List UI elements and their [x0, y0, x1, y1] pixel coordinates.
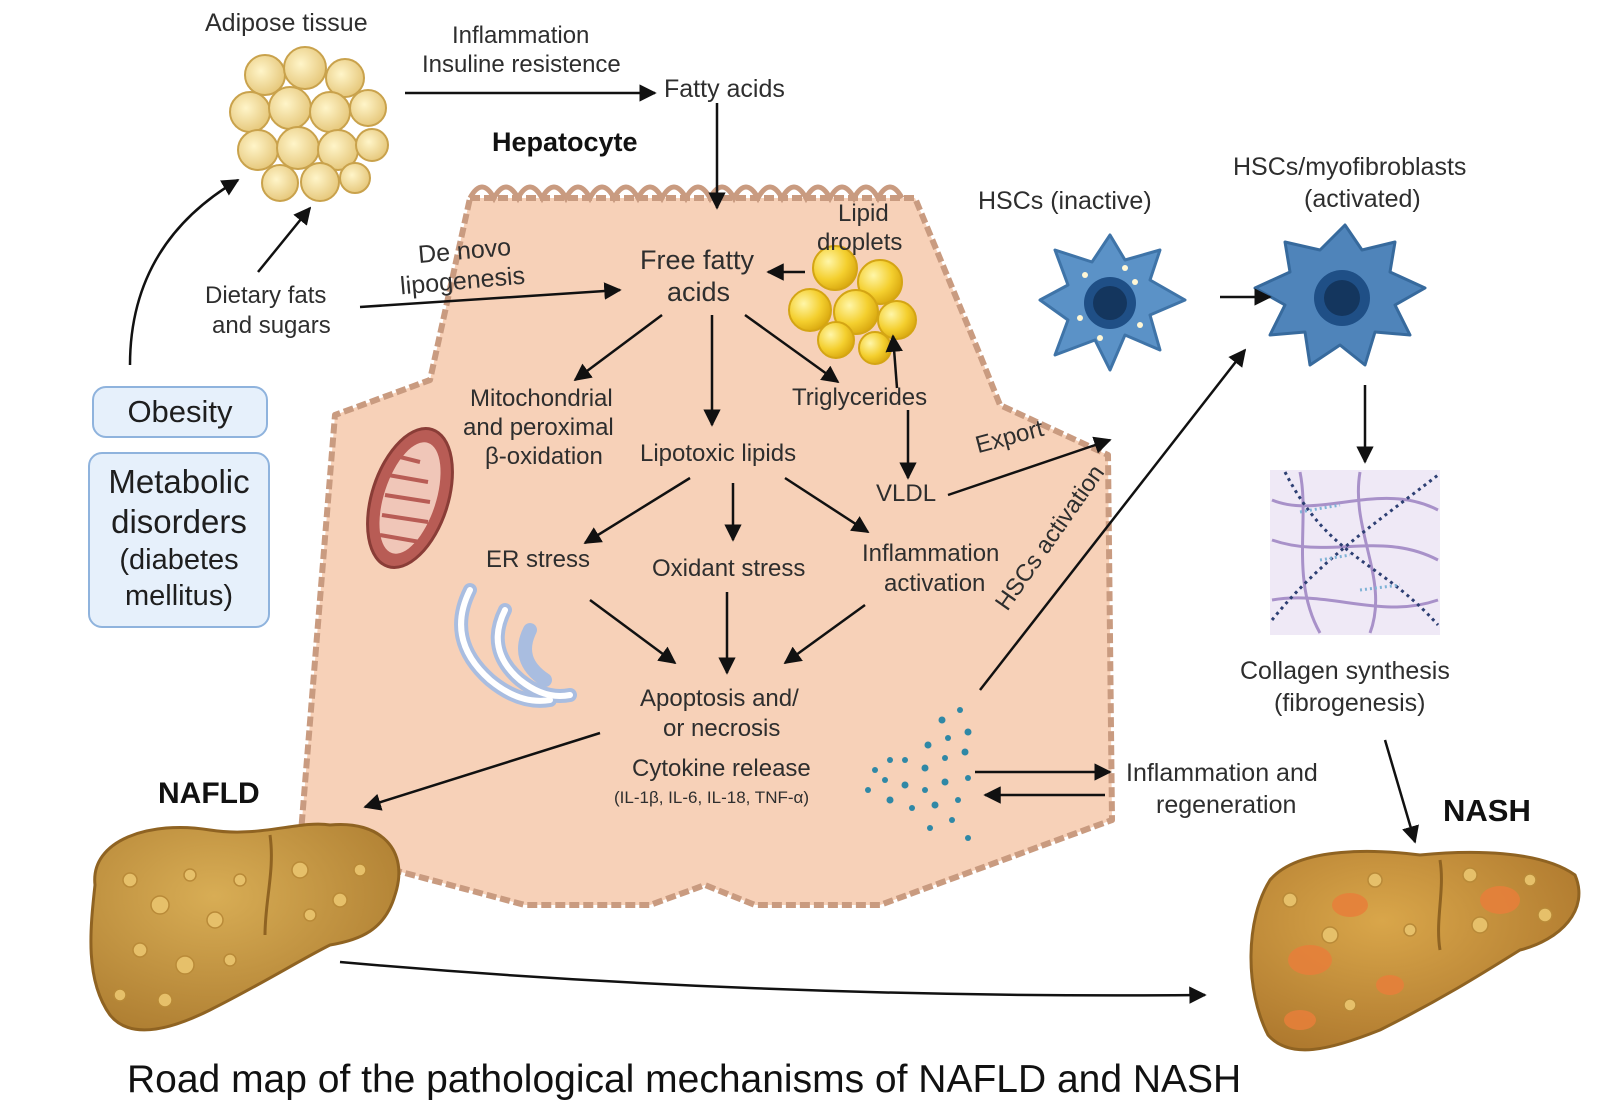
insuline-resistence-label: Insuline resistence	[422, 51, 621, 78]
obesity-box: Obesity	[92, 386, 268, 438]
free-fatty-acids-label-1: Free fatty	[640, 245, 755, 275]
arrow-triglycerides-to-droplets	[885, 334, 903, 389]
arrow-dietary-to-ffa	[359, 282, 622, 309]
inflammation-activation-label-2: activation	[884, 570, 986, 597]
metabolic-text-1: Metabolic	[108, 463, 250, 500]
lipotoxic-lipids-label: Lipotoxic lipids	[640, 440, 797, 467]
obesity-text: Obesity	[127, 394, 233, 429]
arrow-collagen-to-nash	[1383, 739, 1419, 844]
nafld-label: NAFLD	[158, 777, 260, 810]
hscs-activated-label: (activated)	[1304, 185, 1421, 213]
hepatocyte-label: Hepatocyte	[492, 127, 638, 157]
triglycerides-label: Triglycerides	[792, 384, 928, 411]
dietary-fats-label: Dietary fats	[205, 282, 327, 309]
arrow-nafld-to-nash	[339, 960, 1207, 1004]
hsc-inactive-icon	[1038, 233, 1187, 372]
apoptosis-label-1: Apoptosis and/	[640, 685, 799, 712]
cytokine-release-label: Cytokine release	[632, 755, 811, 782]
metabolic-text-4: mellitus)	[125, 580, 233, 612]
fatty-acids-label: Fatty acids	[664, 75, 785, 103]
oxidant-stress-label: Oxidant stress	[652, 555, 806, 582]
inflammation-activation-label-1: Inflammation	[862, 540, 1000, 567]
hsc-activated-icon	[1253, 223, 1427, 367]
regeneration-label: regeneration	[1156, 791, 1297, 819]
nafld-liver-icon	[89, 822, 401, 1032]
vldl-label: VLDL	[876, 480, 937, 507]
collagen-synthesis-label: Collagen synthesis	[1240, 657, 1450, 685]
adipose-tissue-label: Adipose tissue	[205, 9, 368, 37]
cytokine-dots-icon	[865, 707, 972, 841]
metabolic-disorders-box: Metabolic disorders (diabetes mellitus)	[88, 452, 270, 628]
mito-label-1: Mitochondrial	[470, 385, 613, 412]
metabolic-text-3: (diabetes	[119, 544, 239, 576]
lipid-label: Lipid	[838, 200, 889, 227]
er-stress-label: ER stress	[486, 546, 591, 573]
arrows	[128, 84, 1419, 1004]
nash-label: NASH	[1443, 793, 1531, 828]
arrow-apoptosis-to-nafld	[363, 731, 601, 811]
arrow-er-to-apoptosis	[589, 598, 677, 665]
collagen-fibers-icon	[1270, 470, 1440, 635]
lipid-droplets-icon	[788, 245, 917, 365]
hepatocyte-cell	[297, 195, 1115, 908]
hepatocyte-membrane-wave	[467, 184, 905, 204]
figure-caption: Road map of the pathological mechanisms …	[127, 1058, 1242, 1101]
mitochondrion-icon	[366, 427, 454, 569]
free-fatty-acids-label-2: acids	[667, 277, 731, 307]
droplets-label: droplets	[817, 229, 903, 256]
adipose-tissue-icon	[229, 46, 389, 202]
arrow-ffa-to-triglycerides	[744, 313, 840, 384]
and-sugars-label: and sugars	[212, 312, 331, 339]
hscs-inactive-label: HSCs (inactive)	[978, 187, 1152, 215]
arrow-cytokine-to-hsc	[979, 348, 1247, 691]
inflammation-label: Inflammation	[452, 22, 590, 49]
arrow-lipotoxic-to-inflam	[784, 476, 870, 534]
apoptosis-label-2: or necrosis	[663, 715, 781, 742]
arrow-vldl-export	[947, 436, 1112, 497]
inflammation-and-label: Inflammation and	[1126, 759, 1318, 787]
mito-label-3: β-oxidation	[485, 443, 603, 470]
arrow-obesity-to-adipose	[128, 178, 240, 366]
metabolic-text-2: disorders	[111, 503, 247, 540]
arrow-dietary-to-adipose	[257, 206, 312, 273]
mito-label-2: and peroximal	[463, 414, 614, 441]
hscs-myofibroblasts-label: HSCs/myofibroblasts	[1233, 153, 1467, 181]
fibrogenesis-label: (fibrogenesis)	[1274, 689, 1426, 717]
nash-liver-icon	[1249, 850, 1581, 1052]
cytokine-list-label: (IL-1β, IL-6, IL-18, TNF-α)	[614, 788, 810, 807]
arrow-inflam-to-apoptosis	[783, 603, 866, 665]
arrow-lipotoxic-to-er	[583, 476, 691, 545]
arrow-ffa-to-mito	[573, 313, 663, 382]
